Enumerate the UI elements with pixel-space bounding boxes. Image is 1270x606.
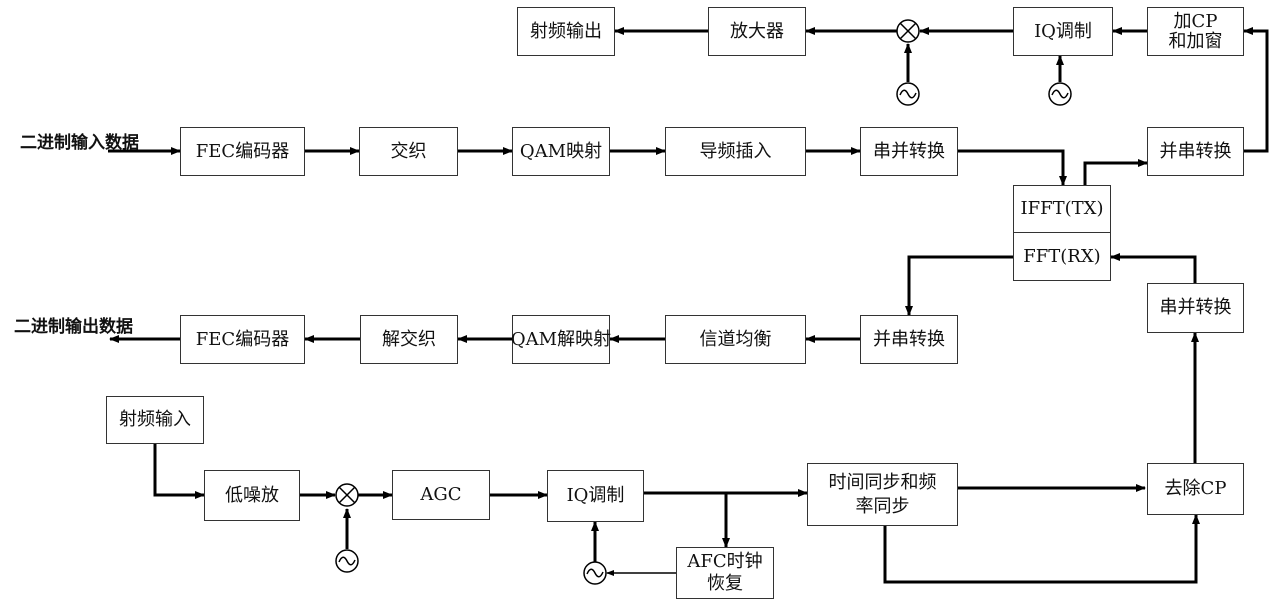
tx-serial-parallel-block: 串并转换 <box>860 127 958 176</box>
rx-serial-parallel-block: 串并转换 <box>1147 283 1244 333</box>
remove-cp-block: 去除CP <box>1147 463 1244 515</box>
rx-parallel-serial-label: 并串转换 <box>873 328 945 350</box>
tx-parallel-serial-label: 并串转换 <box>1159 140 1232 162</box>
deinterleaver-block: 解交织 <box>360 315 458 364</box>
wire-ps-to-cp <box>1243 27 1269 153</box>
wire-ifft-to-ps <box>1083 159 1148 185</box>
time-freq-sync-label-2: 率同步 <box>855 495 910 517</box>
rx-mixer-oscillator-icon <box>335 549 359 573</box>
rf-output-label: 射频输出 <box>530 20 602 42</box>
tx-iq-modulation-block: IQ调制 <box>1013 7 1113 56</box>
qam-demapping-block: QAM解映射 <box>510 315 612 364</box>
add-cp-window-block: 加CP 和加窗 <box>1147 7 1244 56</box>
pilot-insertion-block: 导频插入 <box>665 127 806 176</box>
input-data-label: 二进制输入数据 <box>20 133 139 153</box>
wire-fft-to-rx-ps <box>905 255 1013 316</box>
wire-rxsp-to-fft <box>1110 253 1197 283</box>
fft-label: FFT(RX) <box>1023 245 1101 267</box>
output-data-label: 二进制输出数据 <box>14 317 133 337</box>
rx-serial-parallel-label: 串并转换 <box>1159 297 1232 318</box>
interleaver-block: 交织 <box>359 127 458 176</box>
tx-mixer-icon <box>896 19 920 43</box>
rf-input-label: 射频输入 <box>119 409 191 430</box>
interleaver-label: 交织 <box>390 140 427 162</box>
wire-rfin-to-lna <box>153 444 205 499</box>
wire-sync-feedback <box>883 514 1200 584</box>
channel-equalization-label: 信道均衡 <box>699 328 772 350</box>
add-cp-window-label-1: 加CP <box>1173 10 1218 32</box>
tx-serial-parallel-label: 串并转换 <box>873 140 945 162</box>
qam-demapping-label: QAM解映射 <box>510 328 612 350</box>
add-cp-window-label-2: 和加窗 <box>1168 30 1223 52</box>
time-freq-sync-block: 时间同步和频 率同步 <box>807 463 958 526</box>
qam-mapping-label: QAM映射 <box>519 140 603 162</box>
wire-sp-to-ifft <box>958 149 1067 186</box>
afc-clock-recovery-label-2: 恢复 <box>707 573 743 594</box>
tx-iq-modulation-label: IQ调制 <box>1034 20 1092 42</box>
channel-equalization-block: 信道均衡 <box>665 315 806 364</box>
ifft-label: IFFT(TX) <box>1020 198 1104 219</box>
lna-block: 低噪放 <box>204 470 300 521</box>
qam-mapping-block: QAM映射 <box>512 127 610 176</box>
rx-fec-block: FEC编码器 <box>180 315 305 364</box>
rx-mixer-icon <box>335 483 359 507</box>
rx-parallel-serial-block: 并串转换 <box>860 315 958 364</box>
rx-iq-modulation-block: IQ调制 <box>547 470 644 522</box>
tx-mixer-oscillator-icon <box>896 82 920 106</box>
fft-block: FFT(RX) <box>1013 232 1111 281</box>
rx-iq-modulation-label: IQ调制 <box>566 485 625 506</box>
afc-clock-recovery-block: AFC时钟 恢复 <box>676 547 774 599</box>
agc-block: AGC <box>392 470 490 520</box>
rx-iq-oscillator-icon <box>583 561 607 585</box>
tx-iq-oscillator-icon <box>1048 82 1072 106</box>
ifft-block: IFFT(TX) <box>1013 185 1111 233</box>
time-freq-sync-label-1: 时间同步和频 <box>828 471 937 493</box>
tx-parallel-serial-block: 并串转换 <box>1147 127 1244 176</box>
tx-fec-encoder-block: FEC编码器 <box>180 127 305 176</box>
rx-fec-label: FEC编码器 <box>195 328 290 350</box>
remove-cp-label: 去除CP <box>1164 478 1227 499</box>
agc-label: AGC <box>420 484 462 505</box>
deinterleaver-label: 解交织 <box>382 328 436 350</box>
afc-clock-recovery-label-1: AFC时钟 <box>687 551 763 572</box>
lna-label: 低噪放 <box>225 484 279 506</box>
tx-fec-encoder-label: FEC编码器 <box>195 140 290 162</box>
rf-output-block: 射频输出 <box>517 7 615 56</box>
amplifier-label: 放大器 <box>730 20 784 42</box>
amplifier-block: 放大器 <box>708 7 806 56</box>
pilot-insertion-label: 导频插入 <box>699 140 772 162</box>
rf-input-block: 射频输入 <box>106 396 204 444</box>
